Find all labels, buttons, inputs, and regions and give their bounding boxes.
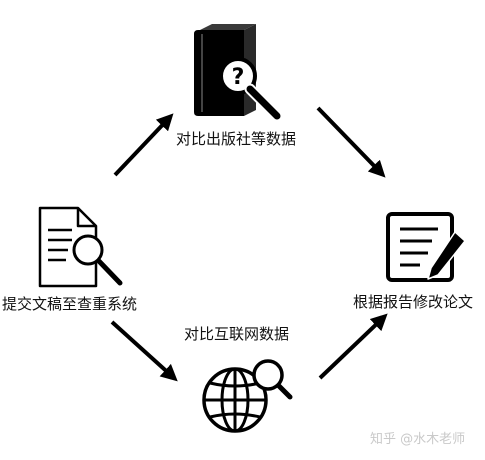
svg-text:?: ? [232, 65, 245, 90]
arrow-submit-to-internet [110, 320, 178, 382]
globe-magnifier-icon [202, 359, 293, 433]
node-label-revise: 根据报告修改论文 [353, 293, 474, 311]
arrow-submit-to-publisher [113, 113, 174, 177]
document-magnifier-icon [38, 206, 123, 288]
report-edit-icon [386, 212, 466, 282]
book-question-icon: ? [194, 24, 283, 122]
node-label-submit: 提交文稿至查重系统 [2, 295, 138, 313]
arrow-internet-to-revise [318, 313, 388, 380]
node-label-internet: 对比互联网数据 [184, 325, 290, 343]
watermark: 知乎 @水木老师 [370, 432, 466, 447]
arrow-publisher-to-revise [316, 106, 386, 178]
node-label-publisher: 对比出版社等数据 [176, 130, 297, 148]
